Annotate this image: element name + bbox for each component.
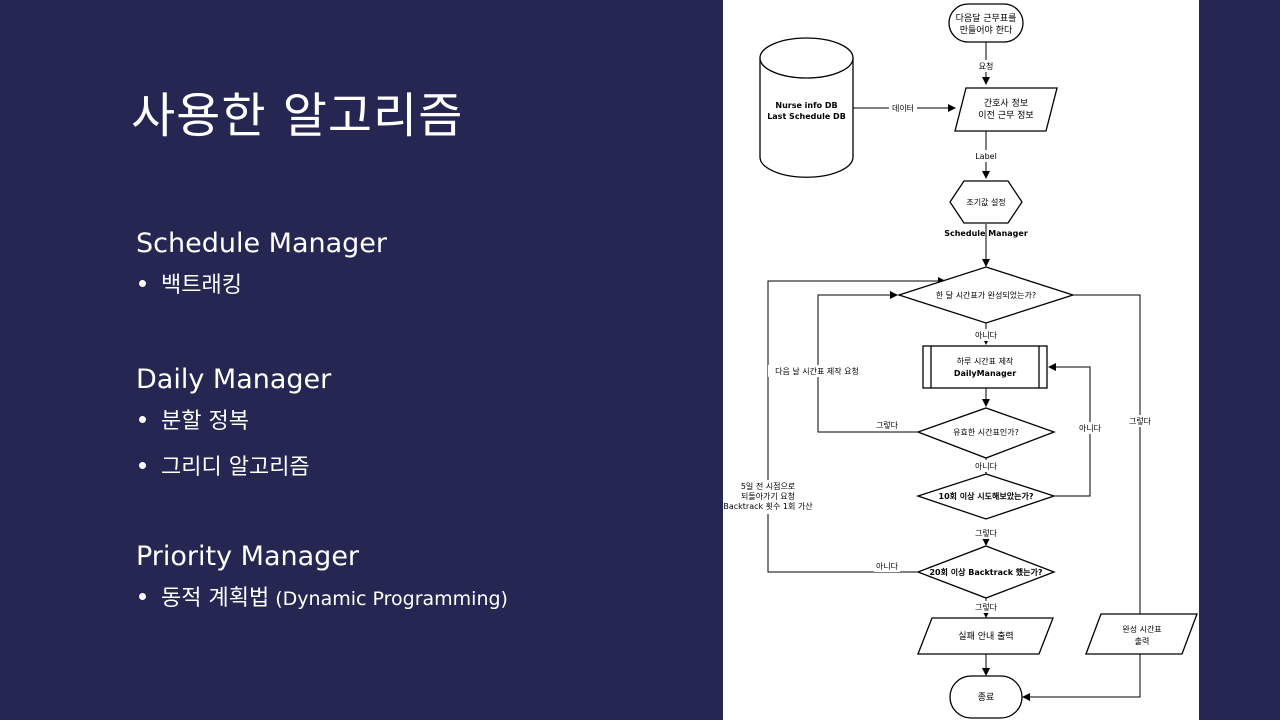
end-label: 종료 <box>978 692 995 703</box>
backtrack-check-label: 20회 이상 Backtrack 했는가? <box>929 567 1042 577</box>
start-terminal-shape <box>948 3 1024 43</box>
section-daily-manager: Daily Manager 분할 정복 그리디 알고리즘 <box>136 364 331 495</box>
daily-process-shape <box>922 345 1048 389</box>
flow-shapes <box>759 3 1198 719</box>
bullet-subtext: (Dynamic Programming) <box>269 588 508 610</box>
section-heading: Priority Manager <box>136 541 360 572</box>
edge-label-yes-valid: 그렇다 <box>876 420 899 430</box>
month-check-label: 한 달 시간표가 완성되었는가? <box>936 290 1036 300</box>
bullet-text: 그리디 알고리즘 <box>161 455 310 480</box>
init-label: 조기값 설정 <box>966 197 1005 207</box>
edge-label-next-day: 다음 날 시간표 제작 요청 <box>775 366 859 376</box>
flow-connectors <box>767 40 1141 701</box>
db-label-line1: Nurse info DB <box>775 101 837 110</box>
section-heading: Schedule Manager <box>136 228 388 259</box>
section-heading: Daily Manager <box>136 364 332 395</box>
bullet-item: 분할 정복 <box>136 403 331 435</box>
done-output-shape <box>1085 613 1198 655</box>
start-label-line1: 다음달 근무표를 <box>956 12 1017 24</box>
edge-label-yes-month: 그렇다 <box>1129 416 1152 426</box>
flowchart-panel: 다음달 근무표를 만들어야 한다 Nurse info DB Last Sche… <box>723 0 1199 720</box>
init-hexagon-shape <box>949 180 1023 224</box>
section-schedule-manager: Schedule Manager 백트래킹 <box>136 228 387 313</box>
edge-label-no-retry: 아니다 <box>1079 423 1102 433</box>
valid-check-label: 유효한 시간표인가? <box>953 427 1019 437</box>
done-output-line2: 출력 <box>1135 636 1150 646</box>
input-parallelogram-shape <box>954 87 1058 132</box>
done-output-line1: 완성 시간표 <box>1122 624 1161 634</box>
slide-title: 사용한 알고리즘 <box>131 88 464 144</box>
bullet-text: 동적 계획법 <box>161 586 270 611</box>
input-label-line1: 간호사 정보 <box>984 98 1028 109</box>
edge-label-backtrack-line1: 5일 전 시점으로 <box>741 481 795 491</box>
edge-label-yes-retry: 그렇다 <box>975 528 998 538</box>
bullet-text: 백트래킹 <box>161 273 242 298</box>
daily-process-line1: 하루 시간표 제작 <box>957 356 1014 366</box>
edge-label-request: 요청 <box>979 62 994 71</box>
edge-label-no-month: 아니다 <box>975 330 998 340</box>
edge-label-no-valid: 아니다 <box>975 461 998 471</box>
bullet-list: 동적 계획법 (Dynamic Programming) <box>136 580 508 612</box>
fail-output-label: 실패 안내 출력 <box>958 630 1013 642</box>
daily-process-line2: DailyManager <box>954 369 1016 378</box>
edge-label-no-backtrack: 아니다 <box>876 561 899 571</box>
bullet-item: 동적 계획법 (Dynamic Programming) <box>136 580 508 612</box>
bullet-list: 백트래킹 <box>136 267 387 299</box>
database-top-shape <box>759 37 854 79</box>
edge-label-yes-backtrack: 그렇다 <box>975 602 998 612</box>
database-shape <box>759 58 854 178</box>
edge-label-label: Label <box>975 152 997 161</box>
bullet-list: 분할 정복 그리디 알고리즘 <box>136 403 331 481</box>
fail-output-shape <box>917 617 1054 655</box>
flowchart: 다음달 근무표를 만들어야 한다 Nurse info DB Last Sche… <box>723 3 1198 719</box>
edge-label-data: 데이터 <box>892 103 914 113</box>
section-priority-manager: Priority Manager 동적 계획법 (Dynamic Program… <box>136 541 508 626</box>
bullet-text: 분할 정복 <box>161 409 249 434</box>
schedule-manager-label: Schedule Manager <box>944 229 1028 238</box>
retry-check-label: 10회 이상 시도해보았는가? <box>939 491 1034 501</box>
end-terminal-shape <box>949 675 1023 719</box>
backtrack-check-decision-shape <box>916 545 1056 599</box>
month-check-decision-shape <box>896 266 1076 324</box>
valid-check-decision-shape <box>916 407 1056 459</box>
retry-check-decision-shape <box>915 473 1057 520</box>
db-label-line2: Last Schedule DB <box>767 112 846 121</box>
start-label-line2: 만들어야 한다 <box>960 25 1013 36</box>
bullet-item: 백트래킹 <box>136 267 387 299</box>
bullet-item: 그리디 알고리즘 <box>136 449 331 481</box>
edge-label-backtrack-line2: 되돌아가기 요청 <box>741 491 795 501</box>
input-label-line2: 이전 근무 정보 <box>978 110 1033 121</box>
edge-label-backtrack-line3: Backtrack 횟수 1회 가산 <box>723 501 813 511</box>
